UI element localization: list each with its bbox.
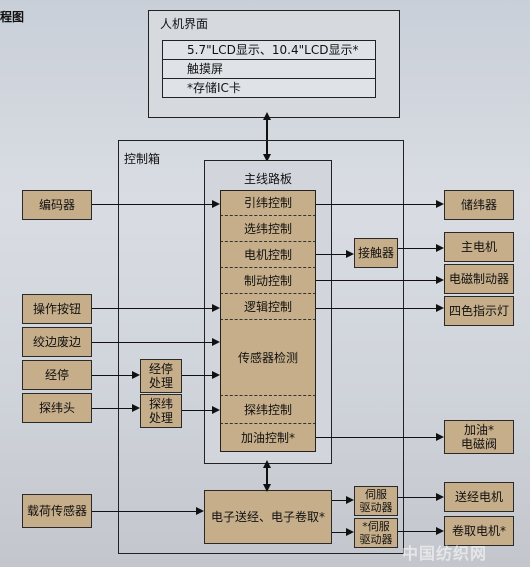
hmi-title: 人机界面 (160, 17, 209, 31)
input-selvedge-waste: 绞边废边 (22, 327, 92, 357)
arrow-right-icon (436, 433, 444, 441)
electronic-let-off-take-up: 电子送经、电子卷取* (204, 490, 332, 544)
page-title: 程图 (0, 10, 25, 24)
arrow-right-icon (436, 493, 444, 501)
arrow-right-icon (346, 250, 354, 258)
board-row-motor-control: 电机控制 (220, 242, 316, 268)
servo-driver-1: 伺服 驱动器 (354, 486, 398, 516)
board-row-logic-control: 逻辑控制 (220, 294, 316, 320)
watermark: 中国纺织网 (402, 544, 488, 563)
arrow-right-icon (436, 304, 444, 312)
arrow-up-icon (263, 112, 271, 120)
output-weft-accumulator: 储纬器 (444, 190, 514, 220)
arrow-down-icon (263, 154, 271, 162)
arrow-right-icon (132, 371, 140, 379)
board-row-weft-detection: 探纬控制 (220, 396, 316, 424)
main-board-title: 主线路板 (243, 172, 292, 186)
arrow-right-icon (212, 338, 220, 346)
hmi-row-ic-card: *存储IC卡 (162, 78, 376, 98)
arrow-right-icon (436, 244, 444, 252)
board-row-weft-selection: 选纬控制 (220, 216, 316, 242)
output-take-up-motor: 卷取电机* (444, 516, 514, 546)
output-four-color-lamp: 四色指示灯 (444, 296, 514, 326)
contactor: 接触器 (354, 238, 398, 268)
arrow-right-icon (436, 200, 444, 208)
input-weft-detector-head: 探纬头 (22, 393, 92, 423)
weft-detect-processor: 探纬 处理 (140, 394, 182, 428)
output-main-motor: 主电机 (444, 232, 514, 262)
arrow-right-icon (212, 200, 220, 208)
input-operation-button: 操作按钮 (22, 294, 92, 324)
arrow-right-icon (212, 371, 220, 379)
board-row-oiling-control: 加油控制* (220, 424, 316, 452)
arrow-right-icon (346, 528, 354, 536)
hmi-row-lcd: 5.7"LCD显示、10.4"LCD显示* (162, 40, 376, 60)
control-box-title: 控制箱 (124, 152, 161, 166)
arrow-down-icon (263, 484, 271, 492)
board-row-brake-control: 制动控制 (220, 268, 316, 294)
board-row-sensor-detection: 传感器检测 (220, 320, 316, 396)
hmi-board-link (266, 118, 268, 160)
arrow-right-icon (436, 276, 444, 284)
arrow-right-icon (196, 507, 204, 515)
arrow-right-icon (346, 496, 354, 504)
warp-stop-processor: 经停 处理 (140, 359, 182, 393)
hmi-row-touchscreen: 触摸屏 (162, 59, 376, 79)
output-electromagnetic-brake: 电磁制动器 (444, 264, 514, 294)
arrow-right-icon (436, 527, 444, 535)
arrow-right-icon (212, 406, 220, 414)
input-encoder: 编码器 (22, 190, 92, 220)
output-let-off-motor: 送经电机 (444, 482, 514, 512)
servo-driver-2: *伺服 驱动器 (354, 518, 398, 548)
input-load-sensor: 载荷传感器 (22, 494, 92, 528)
output-oiling-solenoid: 加油* 电磁阀 (444, 420, 514, 454)
arrow-right-icon (132, 404, 140, 412)
board-row-weft-insertion: 引纬控制 (220, 190, 316, 216)
input-warp-stop: 经停 (22, 360, 92, 390)
arrow-right-icon (212, 304, 220, 312)
arrow-up-icon (263, 460, 271, 468)
control-box (118, 140, 404, 554)
